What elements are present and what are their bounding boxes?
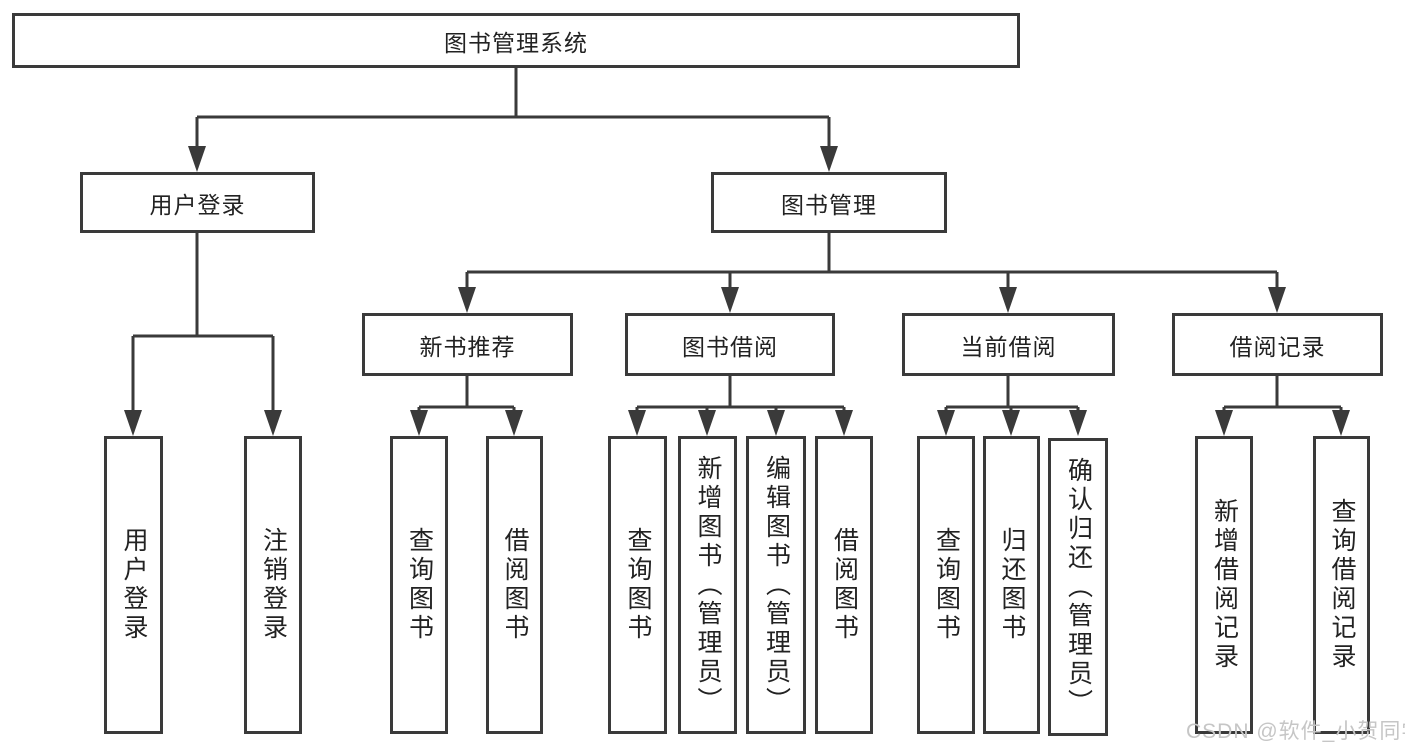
leaf-return-book: 归还图书 [983, 436, 1040, 734]
leaf-query-book-borrow-label: 查询图书 [624, 527, 652, 643]
leaf-user-login: 用户登录 [104, 436, 163, 734]
leaf-borrow-book-recommend: 借阅图书 [486, 436, 543, 734]
node-user-login: 用户登录 [80, 172, 315, 233]
node-book-borrow: 图书借阅 [625, 313, 835, 376]
leaf-add-book-admin-label: 新增图书（管理员） [694, 454, 722, 716]
leaf-logout: 注销登录 [244, 436, 302, 734]
node-current-borrow-label: 当前借阅 [960, 333, 1057, 360]
leaf-add-book-admin: 新增图书（管理员） [678, 436, 737, 734]
leaf-add-borrow-record-label: 新增借阅记录 [1210, 498, 1239, 672]
node-book-management: 图书管理 [711, 172, 947, 233]
arrowheads [124, 146, 1350, 436]
node-borrow-records-label: 借阅记录 [1229, 333, 1326, 360]
leaf-query-book-current-label: 查询图书 [932, 527, 961, 643]
node-user-login-label: 用户登录 [149, 191, 246, 218]
node-new-book-recommend-label: 新书推荐 [419, 333, 516, 360]
leaf-query-book-borrow: 查询图书 [608, 436, 667, 734]
leaf-user-login-label: 用户登录 [120, 527, 148, 643]
node-book-management-label: 图书管理 [781, 191, 877, 218]
node-book-borrow-label: 图书借阅 [682, 333, 778, 360]
node-current-borrow: 当前借阅 [902, 313, 1115, 376]
leaf-confirm-return-admin: 确认归还（管理员） [1048, 438, 1108, 736]
leaf-query-book-recommend: 查询图书 [390, 436, 448, 734]
leaf-borrow-book-label: 借阅图书 [830, 527, 859, 643]
leaf-borrow-book: 借阅图书 [815, 436, 873, 734]
leaf-query-borrow-record: 查询借阅记录 [1313, 436, 1370, 734]
leaf-query-book-current: 查询图书 [917, 436, 975, 734]
csdn-watermark: CSDN @软件_小贺同学 [1186, 720, 1405, 743]
leaf-query-book-recommend-label: 查询图书 [405, 527, 434, 643]
node-borrow-records: 借阅记录 [1172, 313, 1383, 376]
leaf-add-borrow-record: 新增借阅记录 [1195, 436, 1253, 734]
leaf-edit-book-admin-label: 编辑图书（管理员） [762, 454, 791, 716]
leaf-logout-label: 注销登录 [259, 527, 288, 643]
leaf-edit-book-admin: 编辑图书（管理员） [746, 436, 806, 734]
node-root: 图书管理系统 [12, 13, 1020, 68]
leaf-query-borrow-record-label: 查询借阅记录 [1328, 498, 1356, 672]
node-new-book-recommend: 新书推荐 [362, 313, 573, 376]
leaf-return-book-label: 归还图书 [998, 527, 1026, 643]
node-root-label: 图书管理系统 [444, 29, 588, 56]
leaf-borrow-book-recommend-label: 借阅图书 [501, 527, 529, 643]
leaf-confirm-return-admin-label: 确认归还（管理员） [1064, 456, 1093, 718]
